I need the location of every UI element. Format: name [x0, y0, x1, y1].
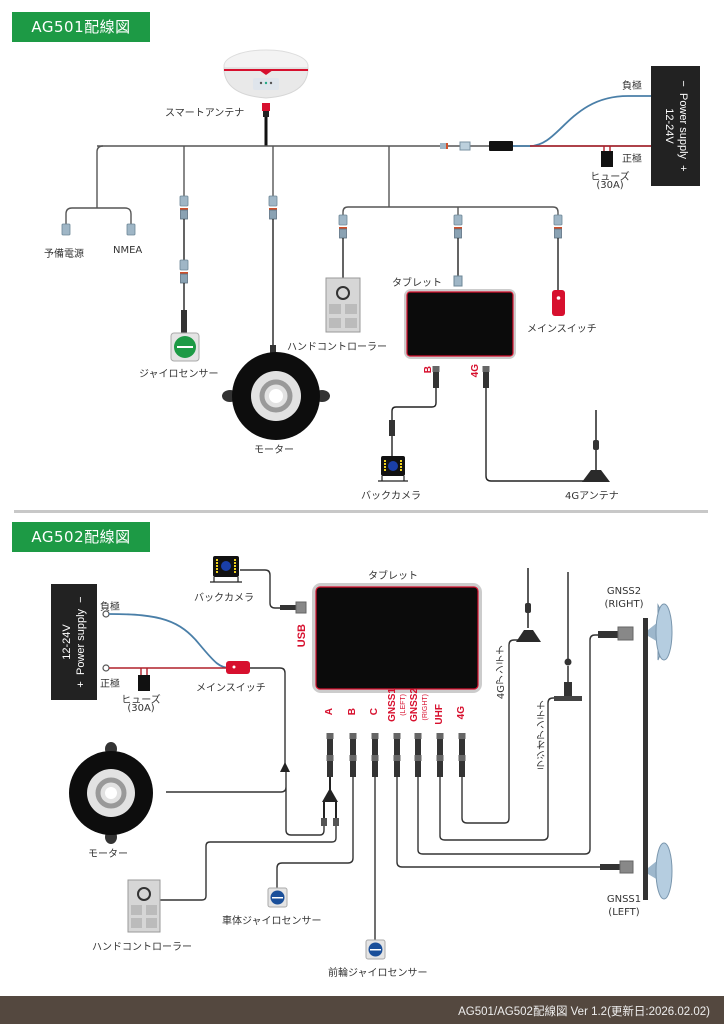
- port-gnss2-sub: (RIGHT): [422, 694, 429, 721]
- psu-voltage: 12-24V: [662, 108, 675, 144]
- fuse-label-502: ヒューズ: [121, 695, 161, 706]
- footer-version-text: AG501/AG502配線図 Ver 1.2(更新日:2026.02.02): [458, 1006, 710, 1018]
- back-camera-device-502: [210, 556, 242, 583]
- fuse-device: [601, 151, 613, 167]
- gyro-sensor-device: [170, 332, 200, 362]
- main-switch-device: [552, 290, 565, 316]
- port-gnss2-label: GNSS2: [409, 688, 420, 722]
- radio-antenna-device: [554, 572, 582, 701]
- motor-label: モーター: [254, 445, 294, 456]
- back-camera-device: [378, 456, 408, 482]
- back-camera-label-502: バックカメラ: [194, 593, 254, 604]
- ag501-wiring: [61, 49, 667, 482]
- smart-antenna-device: [223, 49, 309, 117]
- port-a-label: A: [324, 708, 335, 716]
- port-c-label: C: [369, 708, 380, 716]
- psu-label-502: Power supply: [75, 608, 87, 676]
- hand-controller-label: ハンドコントローラー: [287, 342, 387, 353]
- port-b-label: B: [423, 366, 434, 374]
- inline-fuse-holder: [489, 141, 513, 151]
- hand-controller-device: [325, 277, 361, 333]
- smart-antenna-label: スマートアンテナ: [165, 108, 245, 119]
- negative-terminal-label: 負極: [622, 81, 642, 92]
- port-4g-label: 4G: [470, 364, 481, 378]
- tablet-label-502: タブレット: [368, 571, 418, 582]
- port-gnss1-name: GNSS1: [387, 688, 398, 722]
- gnss-mast: [643, 618, 648, 900]
- radio-antenna-label: ラジオアンテナ: [537, 700, 548, 770]
- port-gnss2-sub-wrap: (RIGHT): [420, 694, 431, 720]
- motor-device: [222, 352, 330, 440]
- port-4g-label-502: 4G: [456, 706, 467, 720]
- psu-label: Power supply: [676, 92, 689, 160]
- fuse-rating-label-502: (30A): [127, 703, 155, 714]
- port-gnss2-name: GNSS2: [409, 688, 420, 722]
- gnss2-label: GNSS2: [606, 586, 642, 597]
- port-gnss1-label: GNSS1: [387, 688, 398, 722]
- motor-label-502: モーター: [88, 849, 128, 860]
- antenna-4g-label: 4Gアンテナ: [565, 491, 619, 502]
- gnss1-antenna-device: [648, 842, 673, 900]
- main-switch-label: メインスイッチ: [527, 324, 597, 335]
- ag501-section-title: AG501配線図: [12, 12, 150, 42]
- nmea-label: NMEA: [113, 245, 143, 256]
- positive-terminal-label: 正極: [622, 154, 642, 165]
- front-gyro-label: 前輪ジャイロセンサー: [328, 968, 428, 979]
- port-uhf-label: UHF: [434, 704, 445, 725]
- antenna-4g-device: [582, 410, 610, 482]
- main-switch-device-502: [226, 661, 250, 674]
- hand-controller-label-502: ハンドコントローラー: [92, 942, 192, 953]
- port-b-label-502: B: [347, 708, 358, 716]
- psu-plus: +: [676, 165, 689, 172]
- fuse-rating-label: (30A): [596, 180, 624, 191]
- back-camera-label: バックカメラ: [361, 491, 421, 502]
- tablet-device: [404, 289, 516, 359]
- front-gyro-device: [365, 939, 386, 960]
- psu-plus-502: +: [75, 681, 87, 688]
- positive-terminal-label-502: 正極: [100, 679, 120, 690]
- tablet-label: タブレット: [392, 278, 442, 289]
- fuse-device-502: [138, 675, 150, 691]
- power-supply-ag501: − Power supply + 12-24V: [651, 66, 700, 186]
- psu-minus-502: −: [75, 596, 87, 603]
- gnss2-antenna-device: [648, 603, 673, 661]
- port-gnss1-sub-wrap: (LEFT): [398, 694, 409, 716]
- psu-minus: −: [676, 80, 689, 87]
- hand-controller-device-502: [127, 879, 161, 933]
- footer-bar: AG501/AG502配線図 Ver 1.2(更新日:2026.02.02): [0, 996, 724, 1024]
- gnss1-side-label: (LEFT): [608, 907, 640, 918]
- gyro-sensor-label: ジャイロセンサー: [139, 369, 219, 380]
- port-usb-label: USB: [296, 624, 308, 648]
- power-supply-ag502: 12-24V + Power supply −: [51, 584, 97, 700]
- motor-device-502: [69, 742, 153, 844]
- spare-power-label: 予備電源: [44, 249, 84, 260]
- gnss1-label: GNSS1: [606, 894, 642, 905]
- antenna-4g-device-502: [516, 568, 541, 642]
- psu-voltage-502: 12-24V: [61, 624, 73, 660]
- negative-terminal-label-502: 負極: [100, 602, 120, 613]
- body-gyro-device: [267, 887, 288, 908]
- section-divider: [14, 510, 708, 513]
- port-gnss1-sub: (LEFT): [400, 694, 407, 716]
- main-switch-label-502: メインスイッチ: [196, 683, 266, 694]
- fuse-label: ヒューズ: [590, 172, 630, 183]
- ag502-wiring: [69, 556, 673, 960]
- antenna-4g-label-502: 4Gアンテナ: [496, 645, 507, 700]
- body-gyro-label: 車体ジャイロセンサー: [222, 916, 322, 927]
- gnss2-side-label: (RIGHT): [604, 599, 644, 610]
- ag502-section-title: AG502配線図: [12, 522, 150, 552]
- tablet-device-502: [312, 583, 482, 693]
